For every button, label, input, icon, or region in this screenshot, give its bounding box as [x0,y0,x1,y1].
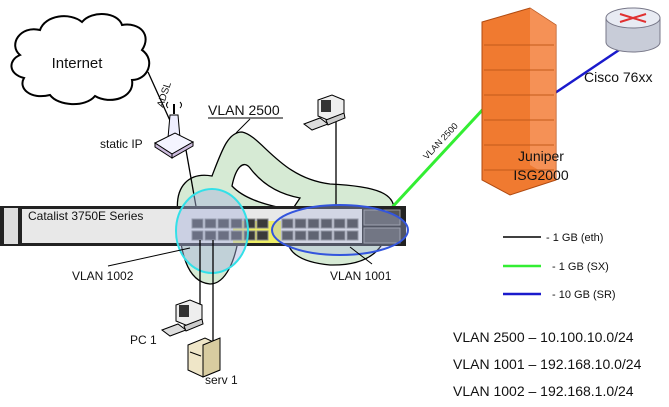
switch-port [204,230,217,241]
firewall-label-2: ISG2000 [513,167,568,183]
switch-catalyst-3750e [0,206,406,246]
vlan1002-zone [175,188,249,274]
internet-label: Internet [52,55,104,72]
switch-ports [191,218,359,241]
cisco-label: Cisco 76xx [584,69,652,85]
switch-port [333,218,346,229]
vlan1001-label: VLAN 1001 [330,269,392,283]
switch-port [346,218,359,229]
firewall-icon [481,7,557,196]
subnet-vlan1002: VLAN 1002 – 192.168.1.0/24 [453,383,634,399]
switch-port [217,218,230,229]
pc-icon [302,94,346,131]
switch-port [346,230,359,241]
vlan1001-pointer [349,246,373,265]
switch-port [256,230,269,241]
adsl-label: ADSL [155,80,174,109]
switch-port [217,230,230,241]
vlan1001-zone [271,204,409,256]
switch-port [230,218,243,229]
switch-port [230,230,243,241]
pc1-label: PC 1 [130,333,157,347]
link-10gb-sr [551,42,629,97]
legend: - 1 GB (eth) - 1 GB (SX) - 10 GB (SR) [503,232,616,301]
router-link [185,149,198,213]
server-icon [187,337,221,378]
serv1-label: serv 1 [205,373,238,387]
static-ip-label: static IP [100,137,143,151]
subnet-vlan1001: VLAN 1001 – 192.168.10.0/24 [453,356,642,372]
switch-port [281,230,294,241]
vlan1002-label: VLAN 1002 [72,269,134,283]
pc1-icon [160,299,204,337]
legend-label-sx: - 1 GB (SX) [552,261,609,273]
switch-port [333,230,346,241]
switch-port [256,218,269,229]
switch-port [294,230,307,241]
switch-port [243,218,256,229]
legend-label-eth: - 1 GB (eth) [546,232,603,244]
switch-port [191,230,204,241]
subnet-vlan2500: VLAN 2500 – 10.100.10.0/24 [453,329,634,345]
legend-label-sr: - 10 GB (SR) [552,289,616,301]
switch-port [204,218,217,229]
switch-port [294,218,307,229]
vlan2500-label: VLAN 2500 [208,102,280,118]
vlan1002-pointer [107,247,191,267]
switch-label: Catalist 3750E Series [28,209,143,223]
switch-port [320,230,333,241]
switch-port [320,218,333,229]
switch-port [307,230,320,241]
switch-port [243,230,256,241]
adsl-link [147,71,173,126]
firewall-label-1: Juniper [518,148,564,164]
switch-port [281,218,294,229]
switch-port [307,218,320,229]
vlan2500-pointer [235,118,251,134]
cisco-router-icon [605,7,661,53]
internet-cloud: Internet [10,13,151,106]
switch-port [191,218,204,229]
adsl-router-icon [153,101,195,159]
